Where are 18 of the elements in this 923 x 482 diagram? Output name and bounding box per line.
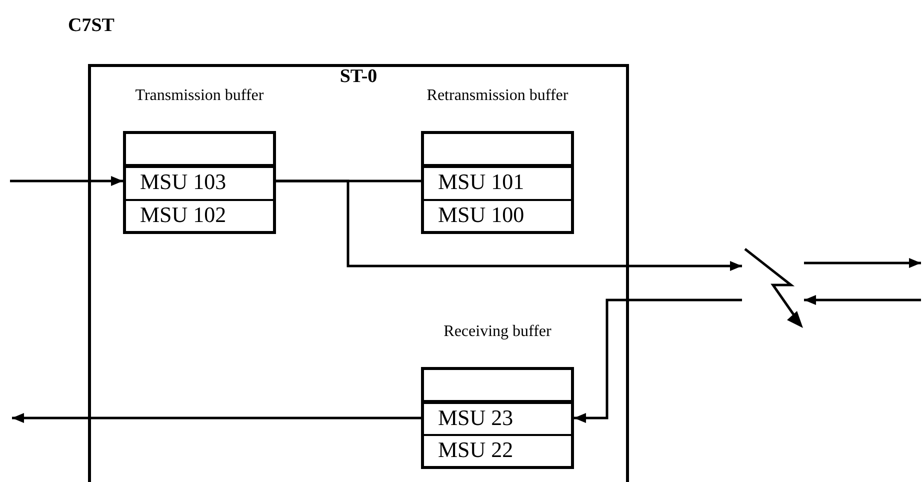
frame-title: ST-0 — [338, 67, 378, 87]
arrow — [10, 176, 123, 186]
buffer-slot: MSU 100 — [424, 198, 571, 231]
buffer-slot: MSU 23 — [424, 402, 571, 434]
station-label: C7ST — [68, 15, 114, 37]
buffer-slot: MSU 22 — [424, 434, 571, 466]
arrow — [804, 295, 921, 305]
buffer-slot: MSU 103 — [126, 166, 273, 199]
buffer-label: Receiving buffer — [442, 322, 552, 342]
buffer-slot: MSU 102 — [126, 198, 273, 231]
arrow — [804, 258, 921, 268]
arrow — [276, 180, 742, 271]
arrow — [12, 413, 421, 423]
station-frame — [88, 64, 629, 482]
buffer-label: Retransmission buffer — [426, 86, 570, 106]
buffer-slot: MSU 101 — [424, 166, 571, 199]
buffer-label: Transmission buffer — [134, 86, 265, 106]
arrow — [574, 298, 742, 423]
